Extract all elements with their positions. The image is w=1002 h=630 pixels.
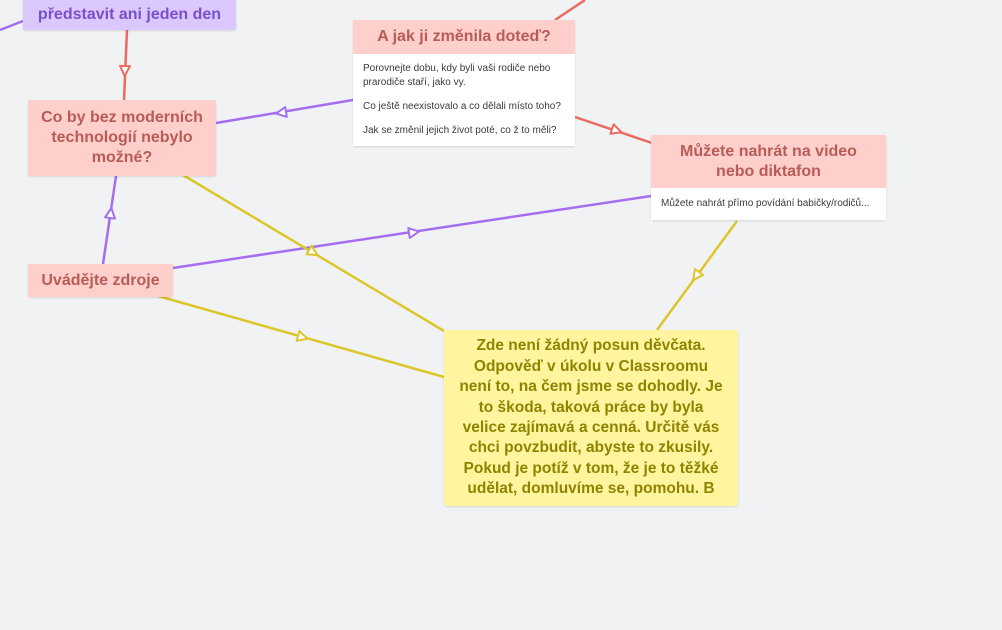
node-top-purple[interactable]: představit ani jeden den <box>23 0 236 30</box>
node-record-video[interactable]: Můžete nahrát na video nebo diktafon Můž… <box>651 135 886 220</box>
node-record-video-title: Můžete nahrát na video nebo diktafon <box>651 135 886 188</box>
node-without-tech-title: Co by bez moderních technologií nebylo m… <box>28 100 216 176</box>
arrowhead <box>305 244 319 257</box>
arrowhead <box>692 268 705 282</box>
node-record-video-note: Můžete nahrát přímo povídání babičky/rod… <box>651 188 886 220</box>
note-text: Co ještě neexistovalo a co dělali místo … <box>363 101 561 112</box>
node-changed-now-notes: Porovnejte dobu, kdy byli vaši rodiče ne… <box>353 54 575 146</box>
node-sources[interactable]: Uvádějte zdroje <box>28 264 173 297</box>
node-sources-title: Uvádějte zdroje <box>28 264 173 297</box>
node-changed-now[interactable]: A jak ji změnila doteď? Porovnejte dobu,… <box>353 20 575 146</box>
edge-top-to-without-tech <box>122 29 129 101</box>
node-changed-now-title: A jak ji změnila doteď? <box>353 20 575 54</box>
edge-offscreen-to-top <box>0 19 24 32</box>
node-top-purple-title: představit ani jeden den <box>23 0 236 30</box>
arrowhead <box>119 64 131 77</box>
arrowhead <box>295 330 309 342</box>
arrowhead <box>609 123 623 135</box>
node-comment[interactable]: Zde není žádný posun děvčata. Odpověď v … <box>444 330 738 506</box>
edge-sources-to-without-tech <box>101 175 118 265</box>
arrowhead <box>407 227 420 239</box>
note-text: Porovnejte dobu, kdy byli vaši rodiče ne… <box>363 63 551 88</box>
node-without-tech[interactable]: Co by bez moderních technologií nebylo m… <box>28 100 216 176</box>
arrowhead <box>104 207 116 220</box>
note-text: Jak se změnil jejich život poté, co ž to… <box>363 125 557 136</box>
node-comment-text: Zde není žádný posun děvčata. Odpověď v … <box>459 337 723 498</box>
edge-offscreen-to-changed-now <box>554 0 586 22</box>
arrowhead <box>275 106 288 118</box>
